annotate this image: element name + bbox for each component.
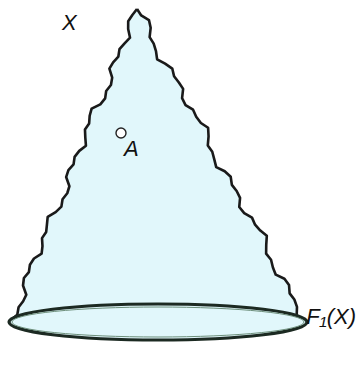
point-marker (116, 128, 126, 138)
base-label: F₁(X) (306, 306, 356, 328)
cone-fill (10, 9, 306, 340)
base-ellipse-inner (12, 307, 304, 337)
base-ellipse (9, 304, 307, 340)
cone-left-edge (11, 9, 137, 320)
cone-right-edge (137, 9, 305, 320)
point-label: A (124, 138, 139, 160)
apex-label: X (62, 12, 77, 34)
